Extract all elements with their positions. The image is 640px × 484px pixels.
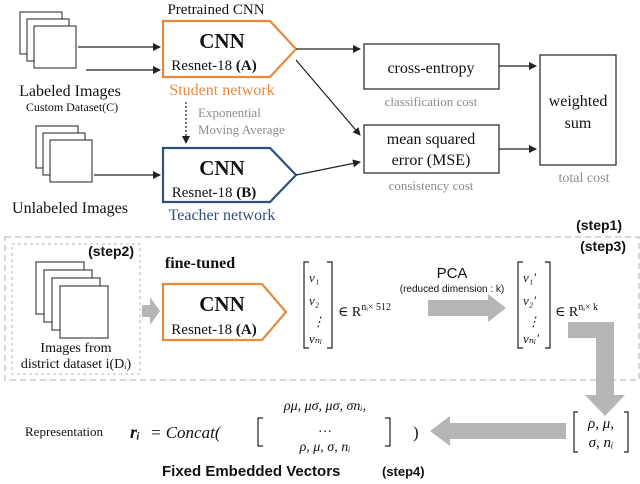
teacher-network-label: Teacher network [169,207,276,224]
fixed-vectors-label: Fixed Embedded Vectors [162,463,340,480]
vector1-entry: ⋮ [312,314,325,329]
vector2-entries: v₁′ v₂′ ⋮ vₙᵢ′ [523,270,540,346]
representation-label: Representation [25,424,103,439]
step3-dashed-frame [4,236,640,381]
step1-label: (step1) [576,217,622,233]
vector1-entry: v₁ [309,270,319,285]
vector2-left-bracket [517,261,523,349]
concat-close-paren: ) [413,423,419,442]
mse-label-line1: mean squared [387,131,475,148]
ema-label-line2: Moving Average [198,122,285,137]
custom-dataset-label: Custom Dataset(C) [26,100,118,114]
stats-right-bracket [624,411,629,453]
fine-tuned-cnn-box [161,282,288,342]
concat-right-bracket [385,417,391,447]
step3-down-arrow [568,322,625,416]
stats-to-concat-arrow [430,416,566,446]
dim1-label: ∈ Rnᵢ× 512 [338,302,391,320]
stats-line1: ρ, μ, [587,416,614,432]
vector2-entry: v₁′ [523,270,536,285]
step4-label: (step4) [382,464,425,479]
vector1-entries: v₁ v₂ ⋮ vₙᵢ [309,270,325,346]
vector2-entry: ⋮ [527,314,540,329]
vector1-left-bracket [303,261,309,349]
concat-row2: … [318,421,332,436]
labeled-images-label: Labeled Images [19,83,121,100]
student-to-mse-arrow [295,59,361,136]
pca-note-label: (reduced dimension : k) [400,284,505,295]
student-network-label: Student network [169,82,274,99]
cross-entropy-label: cross-entropy [387,60,474,77]
weighted-sum-box [539,54,617,166]
classification-cost-label: classification cost [385,94,478,109]
dim2-label: ∈ Rnᵢ× k [555,302,598,320]
stats-left-bracket [573,411,578,453]
step2-label: (step2) [88,243,134,259]
teacher-to-mse-arrow [295,159,361,176]
weighted-sum-line2: sum [565,115,592,132]
teacher-model-label: Resnet-18 (B) [172,185,257,201]
vector2-entry: v₂′ [523,293,536,308]
unlabeled-images-label: Unlabeled Images [12,200,128,217]
teacher-cnn-label: CNN [199,156,245,180]
images-to-cnn-arrow [142,297,160,325]
mse-label-line2: error (MSE) [392,152,471,169]
teacher-network-box [161,146,298,204]
labeled-image-stack [19,11,77,69]
pca-arrow [428,294,506,322]
vector2-entry: vₙᵢ′ [523,331,539,346]
pretrained-label: Pretrained CNN [167,2,264,18]
concat-left-bracket [257,417,263,447]
images-from-line2: district dataset i(Dᵢ) [21,357,132,372]
step3-label: (step3) [580,238,626,254]
r-i-symbol: rᵢ [130,422,140,442]
step2-dashed-frame [11,243,141,375]
district-image-stack [35,261,109,339]
total-cost-label: total cost [559,171,610,186]
fine-tuned-model-label: Resnet-18 (A) [171,322,256,338]
fine-tuned-cnn-label: CNN [199,292,245,316]
vector2-right-bracket [545,261,551,349]
concat-row3: ρ, μ, σ, nᵢ [299,440,351,455]
pca-label: PCA [437,265,468,282]
student-model-label: Resnet-18 (A) [171,58,256,74]
vector1-entry: v₂ [309,293,320,308]
vector1-right-bracket [327,261,333,349]
images-from-line1: Images from [40,341,111,356]
vector1-entry: vₙᵢ [309,331,322,346]
student-cnn-label: CNN [199,29,245,53]
student-network-box [161,19,298,79]
ema-label-line1: Exponential [198,105,261,120]
weighted-sum-line1: weighted [549,93,608,110]
concat-row1: ρμ, μσ, μσ, σnᵢ, [283,399,366,414]
stats-line2: σ, nᵢ [589,435,614,451]
unlabeled-image-stack [35,125,93,183]
concat-label: = Concat( [150,423,222,442]
consistency-cost-label: consistency cost [389,178,474,193]
fine-tuned-label: fine-tuned [165,255,235,272]
